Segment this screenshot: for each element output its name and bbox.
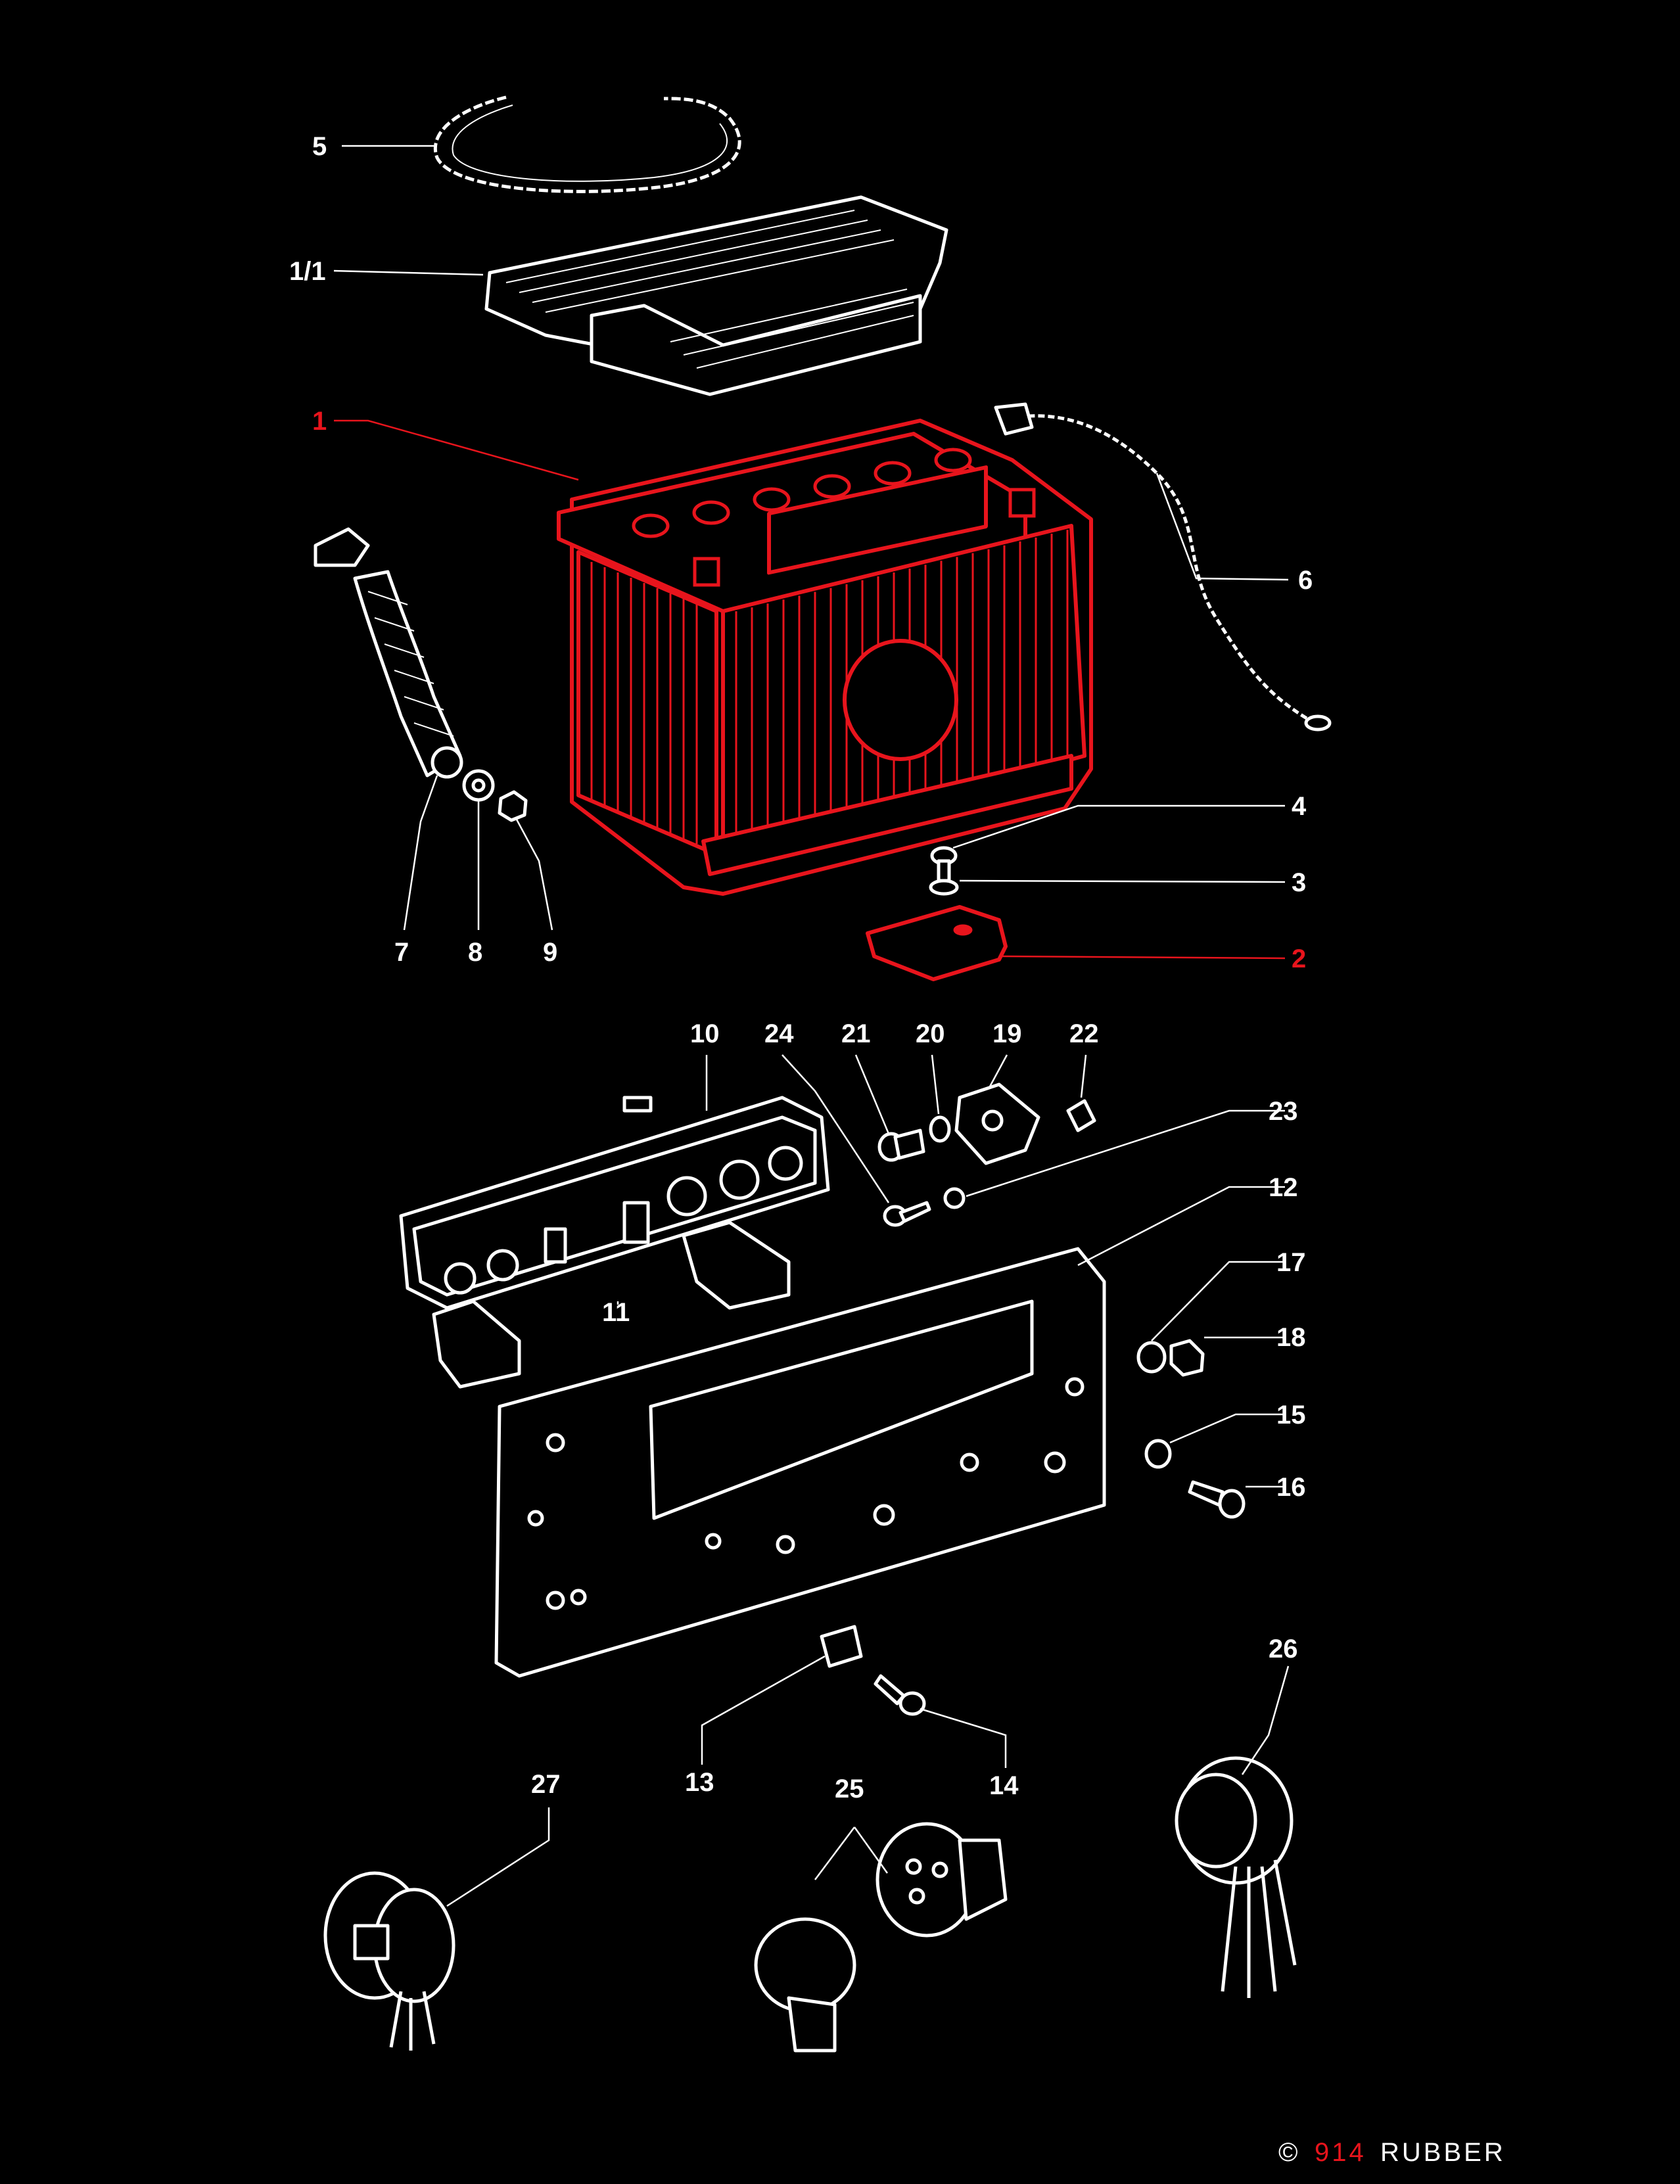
label-1-1: 1/1 bbox=[289, 257, 326, 286]
part-6-ground-cable bbox=[994, 402, 1332, 732]
label-27: 27 bbox=[531, 1770, 561, 1799]
part-2-hold-down-clamp bbox=[866, 905, 1008, 981]
label-24: 24 bbox=[764, 1019, 794, 1048]
part-13-clip-nut bbox=[820, 1625, 863, 1668]
label-9: 9 bbox=[543, 938, 557, 967]
watermark-number: 914 bbox=[1315, 2138, 1366, 2167]
watermark-brand: RUBBER bbox=[1380, 2138, 1506, 2167]
part-16-screw bbox=[1188, 1480, 1246, 1519]
part-12-mounting-plate bbox=[494, 1247, 1106, 1678]
label-12: 12 bbox=[1269, 1173, 1298, 1202]
label-6: 6 bbox=[1298, 566, 1313, 595]
label-20: 20 bbox=[916, 1019, 945, 1048]
part-5-seal-ring bbox=[433, 95, 741, 193]
label-10: 10 bbox=[690, 1019, 720, 1048]
label-17: 17 bbox=[1276, 1248, 1306, 1277]
label-19: 19 bbox=[992, 1019, 1022, 1048]
part-9-nut bbox=[498, 790, 528, 822]
copyright-symbol: © bbox=[1278, 2138, 1300, 2167]
watermark: © 914 RUBBER bbox=[1278, 2138, 1506, 2167]
battery-cell-cap bbox=[813, 474, 851, 499]
part-1-1-battery-cover bbox=[484, 195, 948, 396]
label-22: 22 bbox=[1069, 1019, 1099, 1048]
part-7-ground-strap bbox=[314, 527, 463, 779]
label-3: 3 bbox=[1292, 868, 1306, 897]
label-14: 14 bbox=[989, 1771, 1019, 1800]
battery-cell-cap bbox=[753, 487, 791, 512]
battery-terminal bbox=[1008, 488, 1036, 518]
part-25-connector-pair bbox=[754, 1822, 1008, 2053]
label-16: 16 bbox=[1276, 1473, 1306, 1502]
part-27-connector bbox=[323, 1871, 455, 2051]
part-20-washer bbox=[929, 1115, 951, 1143]
part-3-washer bbox=[929, 879, 959, 896]
part-22-clip bbox=[1066, 1099, 1096, 1132]
part-8-washer bbox=[462, 769, 495, 802]
part-labels: 5 1/1 1 6 4 3 2 7 8 9 10 24 21 20 19 22 … bbox=[289, 132, 1313, 1803]
part-4-bolt bbox=[930, 846, 958, 883]
part-24-screw bbox=[883, 1187, 966, 1227]
battery-cell-cap bbox=[934, 448, 972, 473]
part-19-bracket bbox=[954, 1082, 1040, 1165]
battery-terminal bbox=[693, 557, 720, 587]
label-13: 13 bbox=[685, 1768, 714, 1797]
label-11: 11 bbox=[602, 1298, 630, 1327]
part-10-switch-panel bbox=[399, 1096, 830, 1389]
label-7: 7 bbox=[394, 938, 409, 967]
leader-lines bbox=[333, 145, 1290, 1907]
label-18: 18 bbox=[1276, 1323, 1306, 1352]
part-26-connector bbox=[1175, 1756, 1297, 1998]
label-1: 1 bbox=[312, 407, 327, 436]
label-26: 26 bbox=[1269, 1635, 1298, 1663]
label-8: 8 bbox=[468, 938, 482, 967]
battery-cell-cap bbox=[632, 513, 670, 538]
part-1-battery bbox=[557, 419, 1093, 896]
part-21-bolt bbox=[877, 1128, 925, 1162]
label-4: 4 bbox=[1292, 792, 1307, 821]
part-15-grommet bbox=[1144, 1439, 1172, 1469]
part-17-washer bbox=[1136, 1341, 1167, 1374]
battery-cell-cap bbox=[692, 500, 730, 525]
part-14-screw bbox=[874, 1674, 926, 1716]
battery-cell-cap bbox=[874, 461, 912, 486]
label-21: 21 bbox=[841, 1019, 871, 1048]
part-18-nut bbox=[1169, 1339, 1205, 1377]
label-2: 2 bbox=[1292, 944, 1306, 973]
label-23: 23 bbox=[1269, 1097, 1298, 1126]
label-15: 15 bbox=[1276, 1401, 1306, 1429]
label-5: 5 bbox=[312, 132, 327, 161]
label-25: 25 bbox=[835, 1775, 864, 1803]
